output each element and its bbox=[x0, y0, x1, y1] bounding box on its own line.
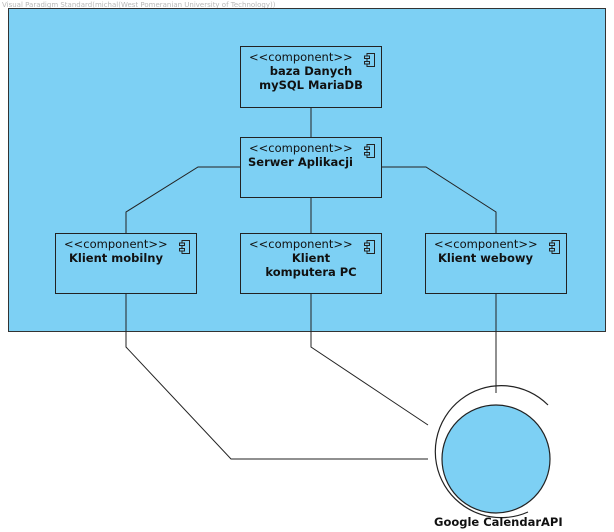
component-name: Serwer Aplikacji bbox=[241, 155, 381, 169]
stereotype-label: <<component>> bbox=[249, 50, 353, 64]
stereotype-label: <<component>> bbox=[249, 141, 353, 155]
connector-pc-api bbox=[310, 293, 429, 426]
component-mobile-client[interactable]: <<component>> Klient mobilny bbox=[55, 233, 197, 294]
name-line: baza Danych bbox=[269, 64, 353, 78]
component-name: Klient komputera PC bbox=[241, 251, 381, 279]
component-icon bbox=[364, 53, 375, 67]
name-line: Klient bbox=[291, 251, 331, 265]
component-name: Klient mobilny bbox=[56, 251, 196, 265]
stereotype-label: <<component>> bbox=[249, 237, 353, 251]
name-line: Klient mobilny bbox=[69, 251, 163, 265]
component-pc-client[interactable]: <<component>> Klient komputera PC bbox=[240, 233, 382, 294]
watermark-text: Visual Paradigm Standard(michal(West Pom… bbox=[2, 1, 276, 9]
component-app-server[interactable]: <<component>> Serwer Aplikacji bbox=[240, 137, 382, 198]
name-line: komputera PC bbox=[265, 265, 357, 279]
name-line: Klient webowy bbox=[438, 251, 533, 265]
connector-server-web bbox=[381, 166, 497, 234]
name-line: mySQL MariaDB bbox=[259, 78, 363, 92]
component-icon bbox=[549, 240, 560, 254]
name-line: Serwer Aplikacji bbox=[248, 155, 353, 169]
component-icon bbox=[364, 144, 375, 158]
stereotype-label: <<component>> bbox=[434, 237, 538, 251]
connector-mobile-api bbox=[125, 293, 428, 460]
component-web-client[interactable]: <<component>> Klient webowy bbox=[425, 233, 567, 294]
provided-interface-ball bbox=[441, 404, 551, 514]
component-name: baza Danych mySQL MariaDB bbox=[241, 64, 381, 92]
interface-label: Google CalendarAPI bbox=[434, 515, 563, 529]
required-interface-socket bbox=[434, 385, 549, 519]
component-database[interactable]: <<component>> baza Danych mySQL MariaDB bbox=[240, 46, 382, 108]
component-icon bbox=[179, 240, 190, 254]
component-name: Klient webowy bbox=[426, 251, 566, 265]
stereotype-label: <<component>> bbox=[64, 237, 168, 251]
connector-server-mobile bbox=[125, 166, 240, 234]
component-icon bbox=[364, 240, 375, 254]
